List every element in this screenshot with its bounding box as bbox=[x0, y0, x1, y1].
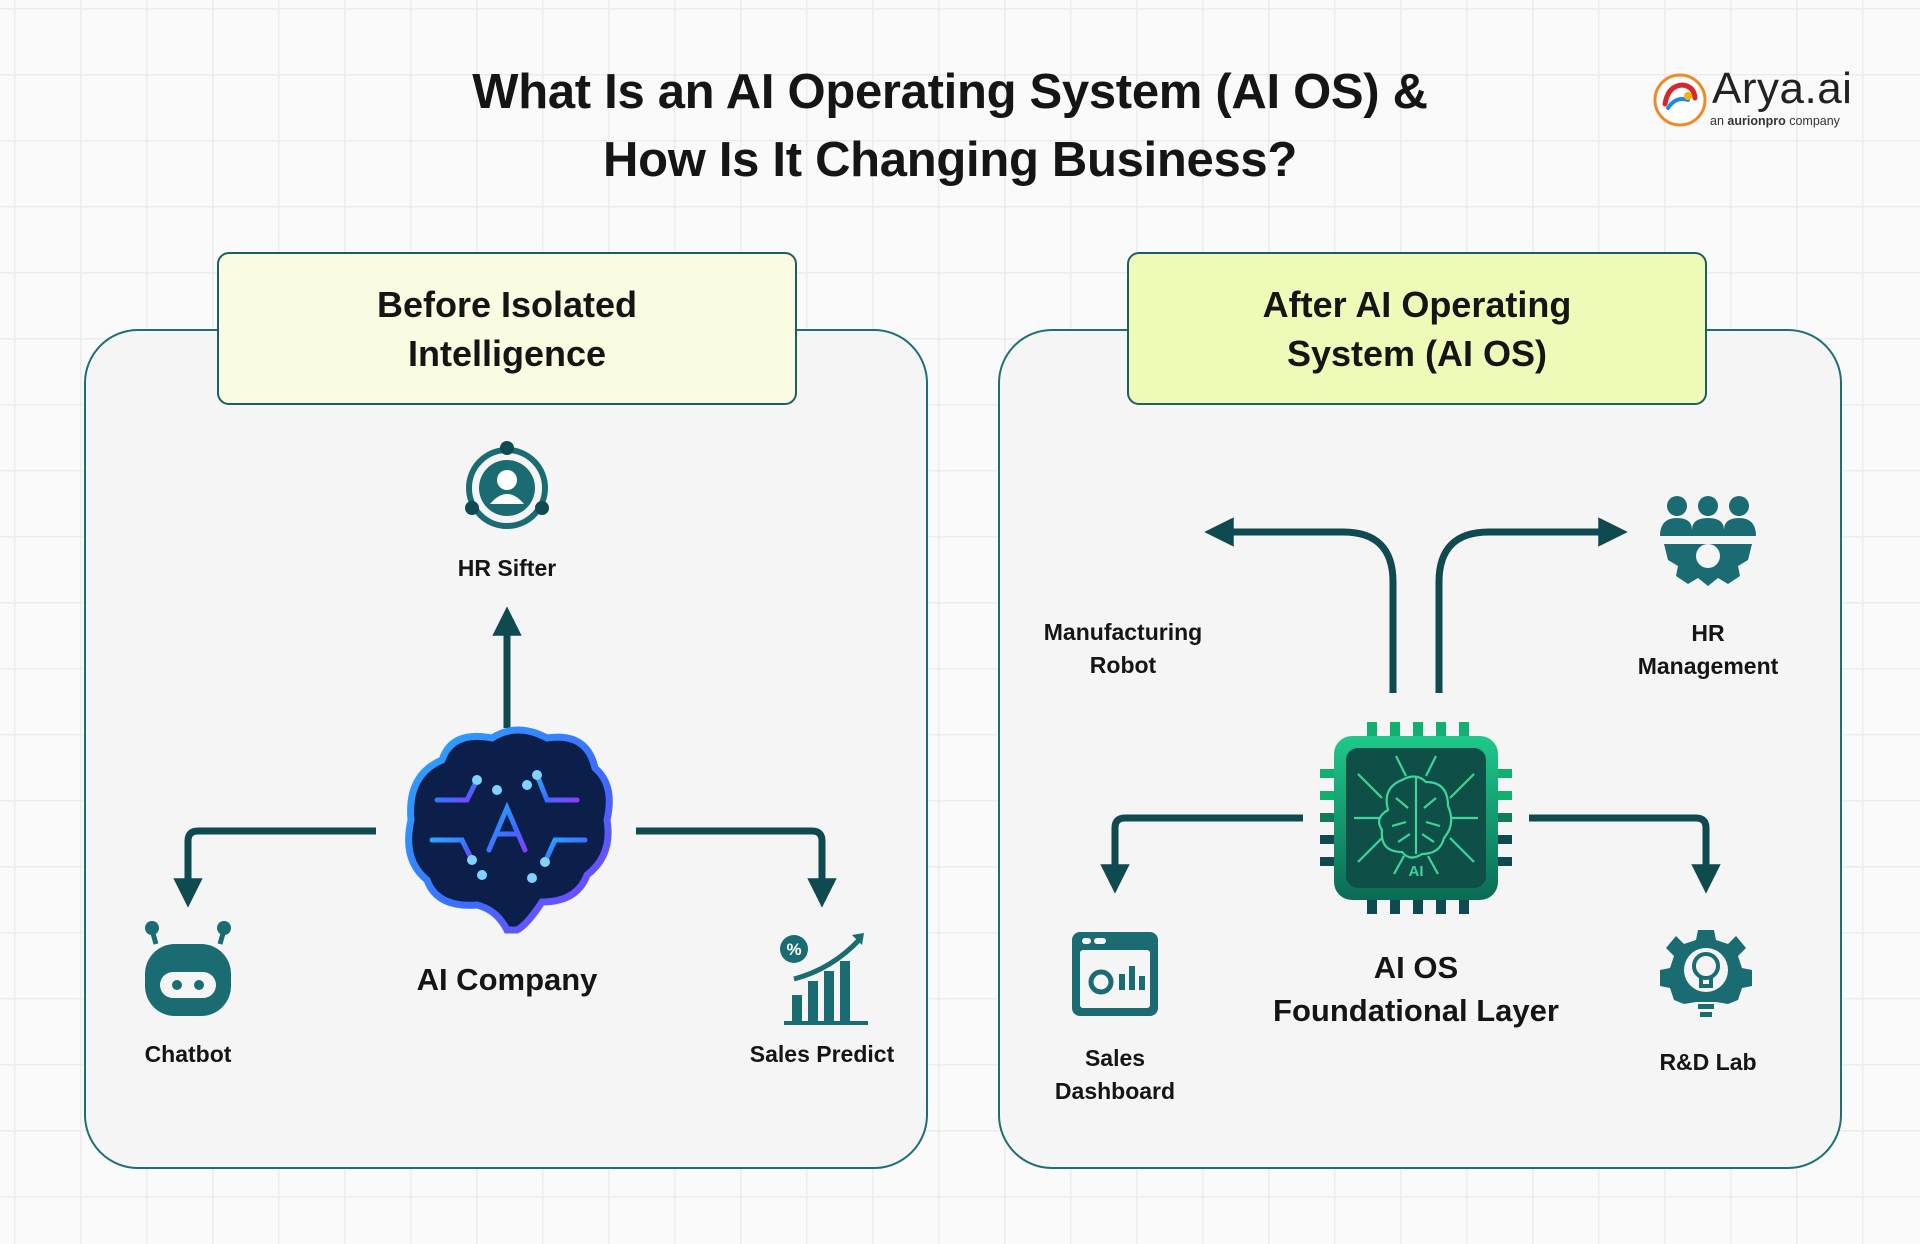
chip-label: AI bbox=[1409, 863, 1424, 880]
before-heading-text: Before Isolated Intelligence bbox=[376, 283, 638, 374]
node-rd-lab-label: R&D Lab bbox=[1659, 1049, 1757, 1075]
node-ai-os-line2: Foundational Layer bbox=[1273, 993, 1559, 1028]
percent-glyph: % bbox=[786, 940, 801, 959]
arrow-to-chatbot bbox=[173, 827, 376, 908]
page-title: What Is an AI Operating System (AI OS) &… bbox=[360, 58, 1540, 194]
dashboard-window-icon bbox=[1072, 932, 1158, 1016]
chip-pins-right bbox=[1494, 769, 1512, 866]
node-chatbot-label: Chatbot bbox=[144, 1041, 232, 1067]
node-ai-os-line1: AI OS bbox=[1373, 950, 1459, 985]
node-rd-lab: R&D Lab bbox=[1608, 1046, 1808, 1079]
node-hr-management: HR Management bbox=[1608, 617, 1808, 683]
before-arrows bbox=[173, 606, 837, 908]
title-line-1: What Is an AI Operating System (AI OS) & bbox=[472, 65, 1428, 119]
brand-tagline-company: aurionpro bbox=[1727, 114, 1786, 128]
user-orbit-icon bbox=[465, 441, 549, 529]
after-heading-text: After AI Operating System (AI OS) bbox=[1262, 283, 1572, 374]
node-ai-company-label: AI Company bbox=[416, 962, 598, 997]
before-heading: Before Isolated Intelligence bbox=[217, 252, 797, 405]
chip-pins-top bbox=[1367, 722, 1469, 740]
after-arrows bbox=[1100, 517, 1721, 894]
arrow-to-rd-lab bbox=[1529, 814, 1721, 894]
brand-logo: Arya.ai an aurionpro company bbox=[1646, 64, 1852, 138]
node-ai-company: AI Company bbox=[357, 958, 657, 1001]
brand-name: Arya.ai bbox=[1712, 64, 1853, 113]
robot-icon bbox=[145, 921, 231, 1016]
brand-tagline-prefix: an bbox=[1710, 114, 1728, 128]
node-ai-os: AI OS Foundational Layer bbox=[1266, 946, 1566, 1032]
node-hr-management-line2: Management bbox=[1637, 653, 1779, 679]
after-heading: After AI Operating System (AI OS) bbox=[1127, 252, 1707, 405]
node-hr-management-line1: HR bbox=[1691, 620, 1725, 646]
arya-logo-icon bbox=[1653, 73, 1707, 127]
circuit-brain-icon bbox=[405, 726, 613, 934]
team-gear-icon bbox=[1660, 496, 1756, 586]
bulb-gear-icon bbox=[1660, 930, 1752, 1017]
brand-tagline: an aurionpro company bbox=[1710, 114, 1840, 128]
node-hr-sifter-label: HR Sifter bbox=[457, 555, 557, 581]
node-manufacturing-robot-line1: Manufacturing bbox=[1043, 619, 1203, 645]
title-line-2: How Is It Changing Business? bbox=[603, 133, 1297, 187]
arrow-to-sales-predict bbox=[636, 827, 837, 908]
node-sales-dashboard-line2: Dashboard bbox=[1054, 1078, 1176, 1104]
node-sales-predict-label: Sales Predict bbox=[749, 1041, 895, 1067]
brand-tagline-suffix: company bbox=[1785, 114, 1840, 128]
node-hr-sifter: HR Sifter bbox=[407, 552, 607, 585]
node-manufacturing-robot: Manufacturing Robot bbox=[1023, 616, 1223, 682]
arrow-to-hr-management bbox=[1435, 517, 1628, 693]
ai-chip-icon: AI bbox=[1320, 722, 1512, 914]
node-manufacturing-robot-line2: Robot bbox=[1089, 652, 1157, 678]
arrow-to-sales-dashboard bbox=[1100, 814, 1303, 894]
node-sales-predict: Sales Predict bbox=[722, 1038, 922, 1071]
chip-pins-left bbox=[1320, 769, 1338, 866]
arrow-to-manufacturing-robot bbox=[1204, 517, 1397, 693]
node-sales-dashboard: Sales Dashboard bbox=[1015, 1042, 1215, 1108]
chip-pins-bottom bbox=[1367, 896, 1469, 914]
node-chatbot: Chatbot bbox=[88, 1038, 288, 1071]
growth-chart-icon: % bbox=[780, 933, 868, 1025]
node-sales-dashboard-line1: Sales bbox=[1084, 1045, 1146, 1071]
